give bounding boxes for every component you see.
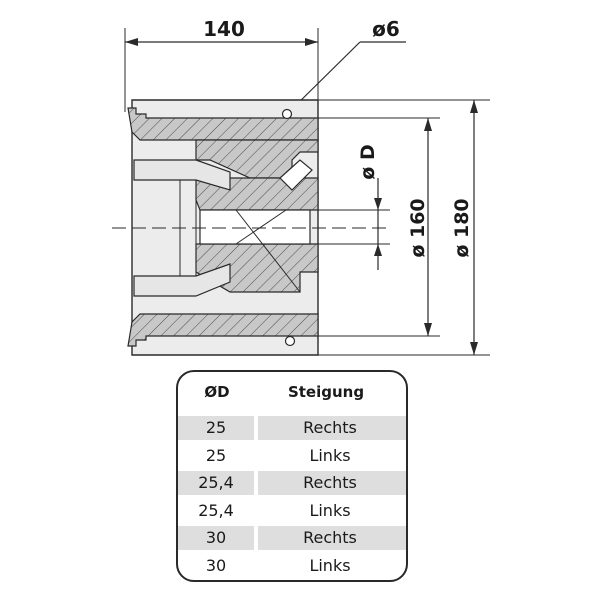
spec-table: ØD Steigung 25 Rechts 25 Links 25,4 Rech… bbox=[176, 370, 408, 582]
table-row: 25,4 Links bbox=[178, 498, 406, 522]
bore-diameter-label: ø D bbox=[357, 144, 379, 179]
header-steigung: Steigung bbox=[287, 383, 365, 401]
table-row: 25 Links bbox=[178, 443, 406, 467]
outer-diameter-label: ø 180 bbox=[451, 198, 473, 257]
cell-steigung: Rechts bbox=[258, 525, 406, 550]
table-row: 25,4 Rechts bbox=[178, 470, 406, 495]
diameter-extension-lines bbox=[318, 99, 490, 356]
cell-steigung: Rechts bbox=[258, 470, 406, 495]
inner-diameter-label: ø 160 bbox=[407, 198, 429, 257]
cell-diameter: 25 bbox=[205, 445, 227, 465]
cell-steigung: Links bbox=[309, 445, 351, 465]
cell-steigung: Links bbox=[309, 500, 351, 520]
cell-diameter: 30 bbox=[178, 525, 254, 550]
table-row: 25 Rechts bbox=[178, 415, 406, 440]
outer-diameter-dimension-line bbox=[470, 100, 478, 355]
cell-diameter: 25 bbox=[178, 415, 254, 440]
bore-dimension-line bbox=[374, 178, 382, 270]
top-hole-marker bbox=[281, 108, 293, 120]
cell-diameter: 30 bbox=[205, 556, 227, 576]
cell-steigung: Rechts bbox=[258, 415, 406, 440]
table-row: 30 Links bbox=[178, 554, 406, 578]
cell-steigung: Links bbox=[309, 556, 351, 576]
header-diameter: ØD bbox=[204, 383, 230, 401]
hole-diameter-label: ø6 bbox=[372, 17, 400, 41]
bottom-hole-marker bbox=[284, 335, 296, 347]
table-row: 30 Rechts bbox=[178, 525, 406, 550]
length-label: 140 bbox=[203, 17, 245, 41]
table-header: ØD Steigung bbox=[178, 372, 406, 412]
length-dimension-line bbox=[125, 38, 318, 46]
cell-diameter: 25,4 bbox=[178, 470, 254, 495]
cell-diameter: 25,4 bbox=[198, 500, 234, 520]
inner-diameter-dimension-line bbox=[424, 118, 432, 336]
